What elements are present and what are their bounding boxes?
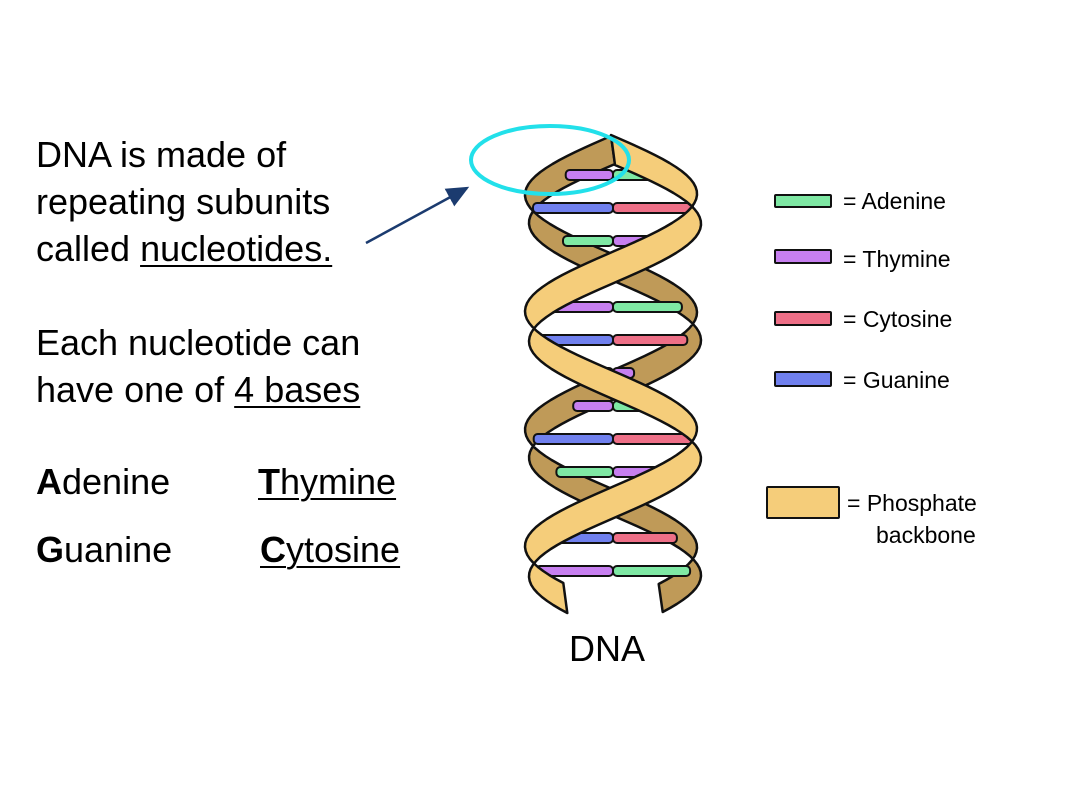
base-rung [555, 466, 615, 478]
base-rung [612, 334, 689, 346]
legend-thymine-label: = Thymine [843, 246, 951, 272]
base-initial: C [260, 529, 286, 570]
cytosine-swatch [774, 311, 832, 326]
four-bases-term: 4 bases [234, 369, 361, 410]
base-rung [612, 301, 683, 313]
dna-caption: DNA [569, 628, 646, 669]
base-rung [564, 169, 615, 181]
intro-line: called nucleotides. [36, 225, 456, 272]
base-rest: uanine [64, 529, 173, 570]
base-pairs [532, 169, 694, 577]
base-cytosine: Cytosine [260, 529, 400, 571]
guanine-swatch [774, 371, 832, 387]
intro-line: repeating subunits [36, 181, 331, 222]
base-rung [562, 235, 614, 247]
base-adenine: Adenine [36, 461, 170, 503]
thymine-swatch [774, 249, 832, 264]
backbone-front-strand [523, 133, 703, 615]
phosphate-backbone-swatch [766, 486, 840, 519]
base-rung [532, 433, 615, 445]
base-rest: hymine [280, 461, 397, 502]
base-rung [532, 202, 614, 214]
backbone-front-ribbon [523, 133, 703, 615]
intro-line: DNA is made of [36, 134, 287, 175]
intro-text-part: called [36, 228, 141, 269]
pointer-arrow [365, 186, 470, 245]
base-rung [612, 532, 678, 544]
base-guanine: Guanine [36, 529, 172, 571]
base-thymine: Thymine [258, 461, 396, 503]
nucleotides-term: nucleotides. [140, 228, 333, 269]
base-rung [612, 565, 692, 577]
intro-text: DNA is made of repeating subunits called… [36, 131, 456, 413]
legend-backbone-label: backbone [876, 522, 976, 548]
base-rung [612, 433, 694, 445]
legend-guanine-label: = Guanine [843, 367, 950, 393]
legend-adenine-label: = Adenine [843, 188, 946, 214]
legend-backbone-label: = Phosphate [847, 490, 977, 516]
base-initial: G [36, 529, 65, 570]
intro-text-part: have one of [36, 369, 235, 410]
base-rung [612, 202, 694, 214]
base-rest: ytosine [286, 529, 401, 570]
intro-line: have one of 4 bases [36, 366, 456, 413]
base-initial: T [258, 461, 280, 502]
legend-cytosine-label: = Cytosine [843, 306, 953, 332]
base-rest: denine [62, 461, 171, 502]
intro-line: Each nucleotide can [36, 322, 361, 363]
base-rung [572, 400, 615, 412]
base-initial: A [36, 461, 62, 502]
nucleotide-highlight-ellipse [469, 124, 631, 196]
adenine-swatch [774, 194, 832, 208]
